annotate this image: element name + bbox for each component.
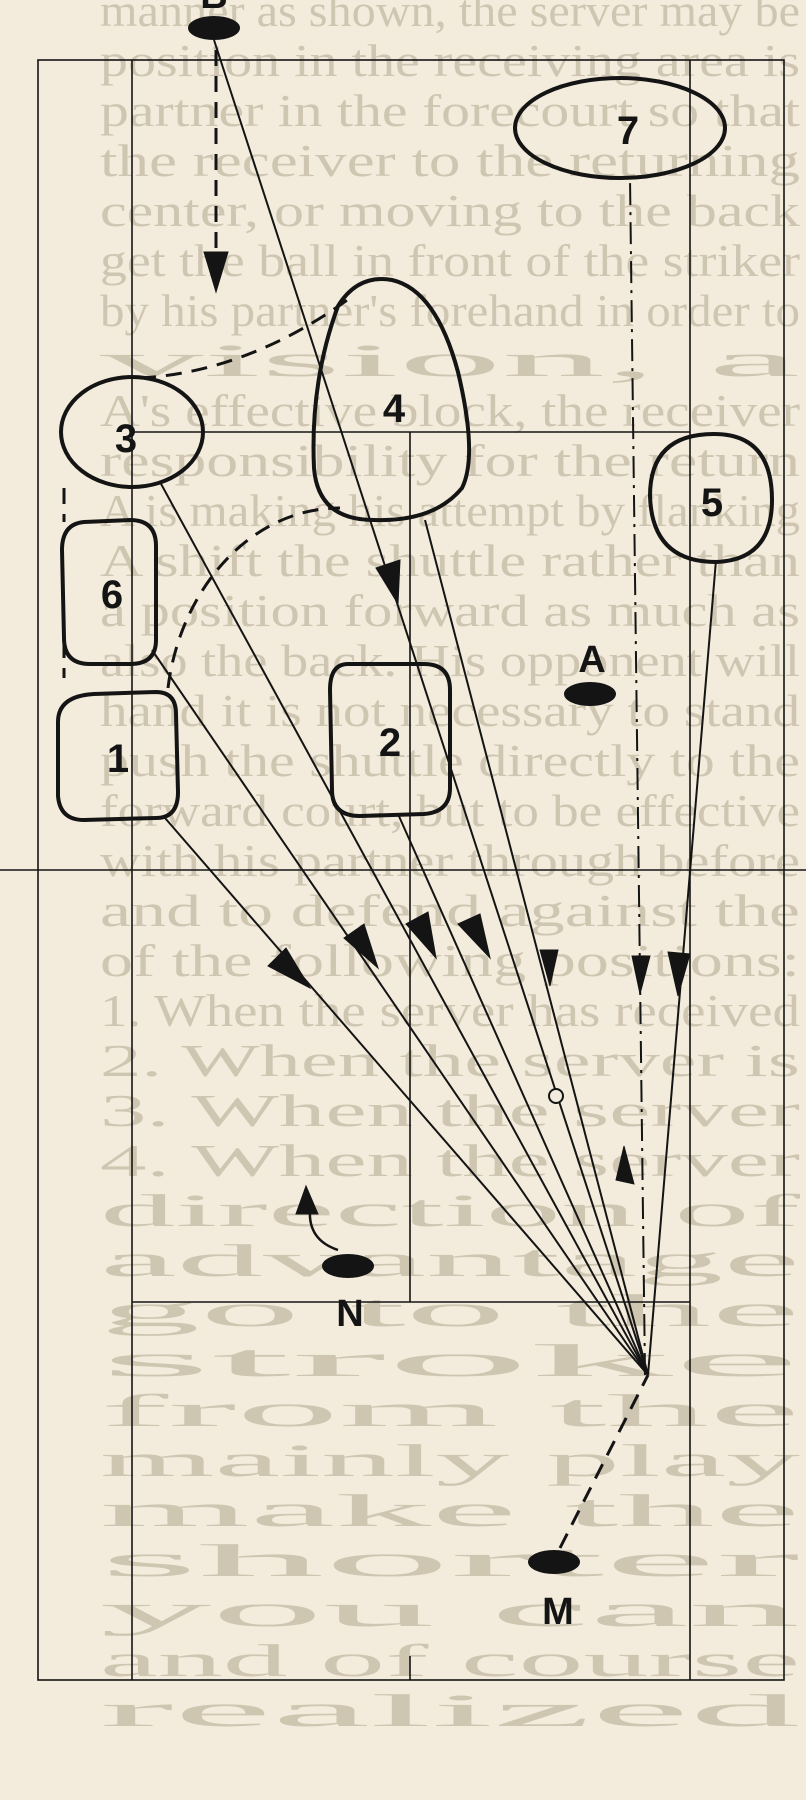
bleed-through-line: of the following positions: bbox=[100, 935, 800, 986]
bleed-through-line: center, or moving to the back bbox=[100, 185, 800, 236]
bleed-through-line: responsibility for the return bbox=[100, 435, 800, 486]
bleed-through-line: get the ball in front of the striker bbox=[100, 235, 800, 286]
shot-line-b bbox=[213, 39, 649, 1376]
player-m-marker bbox=[528, 1550, 580, 1574]
bleed-through-line: A's effective block, the receiver bbox=[100, 385, 800, 436]
shot-to-zone-3 bbox=[159, 481, 649, 1376]
cover-curve-upper bbox=[139, 296, 351, 380]
bleed-through-line: go to the bbox=[100, 1285, 800, 1336]
zone-7 bbox=[513, 76, 727, 180]
shot-to-zone-6 bbox=[151, 649, 649, 1376]
zone-3 bbox=[59, 375, 205, 489]
arrow-zone-3 bbox=[405, 911, 437, 960]
player-m-movement bbox=[558, 1374, 650, 1549]
zone-numbers: 1 2 3 4 5 6 7 bbox=[101, 109, 723, 781]
bleed-through-line: stroke bbox=[100, 1335, 800, 1386]
zone-2 bbox=[327, 662, 452, 819]
shot-to-zone-7 bbox=[629, 177, 646, 1376]
player-n-movement bbox=[308, 1209, 339, 1252]
zone-number-1: 1 bbox=[107, 737, 129, 781]
bleed-through-line: advantage bbox=[100, 1235, 800, 1286]
bleed-through-line: mainly play bbox=[100, 1435, 800, 1486]
zone-number-4: 4 bbox=[383, 387, 406, 431]
bleed-through-line: direction of bbox=[100, 1185, 802, 1236]
zone-6 bbox=[59, 517, 158, 666]
bleed-through-line: A is making his attempt by flanking bbox=[100, 485, 800, 536]
interception-point bbox=[548, 1088, 564, 1104]
zone-number-2: 2 bbox=[379, 721, 401, 765]
bleed-through-line: realized bbox=[100, 1685, 800, 1736]
player-a-label: A bbox=[578, 639, 605, 681]
player-n-marker bbox=[322, 1254, 374, 1278]
bleed-through-text: manner as shown, the server may bepositi… bbox=[100, 0, 802, 1736]
cover-curve-lower bbox=[166, 506, 341, 689]
player-a-marker bbox=[564, 682, 616, 706]
movement-paths bbox=[62, 50, 650, 1549]
zone-1 bbox=[56, 689, 181, 823]
arrow-zone-2 bbox=[457, 913, 491, 960]
bleed-through-line: from the bbox=[100, 1385, 800, 1436]
shot-to-zone-4 bbox=[424, 519, 649, 1376]
bleed-through-line: and of course bbox=[100, 1635, 800, 1686]
player-m-label: M bbox=[542, 1591, 574, 1633]
arrow-return bbox=[615, 1145, 635, 1185]
bleed-through-line: 3. When the server bbox=[100, 1085, 800, 1136]
player-b-marker bbox=[188, 16, 240, 40]
arrow-player-b-down bbox=[203, 251, 229, 294]
zone-number-7: 7 bbox=[617, 109, 639, 153]
bleed-through-line: A shift the shuttle rather than bbox=[100, 535, 800, 586]
zone-4 bbox=[311, 277, 472, 523]
player-n-label: N bbox=[336, 1293, 363, 1335]
arrow-zone-6 bbox=[343, 923, 380, 970]
bleed-through-line: and to defend against the bbox=[100, 885, 800, 936]
zone-number-5: 5 bbox=[701, 481, 723, 525]
bleed-through-line: 2. When the server is bbox=[100, 1035, 800, 1086]
target-zones bbox=[56, 76, 775, 823]
zone-5 bbox=[647, 431, 775, 565]
bleed-through-line: a position forward as much as bbox=[100, 585, 800, 636]
bleed-through-line: shorter bbox=[100, 1535, 800, 1586]
arrow-zone-5 bbox=[667, 951, 691, 997]
players: B A N M bbox=[188, 0, 616, 1633]
shot-to-zone-2 bbox=[397, 813, 649, 1376]
arrow-player-n bbox=[295, 1184, 319, 1215]
arrow-zone-4 bbox=[539, 949, 559, 987]
shot-lines bbox=[151, 39, 717, 1376]
bleed-through-line: make the bbox=[100, 1485, 800, 1536]
bleed-through-line: 1. When the server has received bbox=[100, 985, 800, 1036]
bleed-through-line: 4. When the server bbox=[100, 1135, 800, 1186]
shot-to-zone-1 bbox=[164, 817, 649, 1376]
bleed-through-line: you can bbox=[100, 1585, 800, 1636]
arrow-zone-7 bbox=[631, 955, 651, 995]
player-b-label: B bbox=[200, 0, 227, 17]
zone-number-3: 3 bbox=[115, 417, 137, 461]
arrow-zone-1 bbox=[267, 947, 312, 990]
zone-number-6: 6 bbox=[101, 573, 123, 617]
bleed-through-line: by his partner's forehand in order to bbox=[100, 285, 800, 336]
arrowheads bbox=[203, 251, 691, 1215]
bleed-through-line: with his partner through before bbox=[100, 835, 800, 886]
arrow-shot-b bbox=[375, 559, 401, 606]
